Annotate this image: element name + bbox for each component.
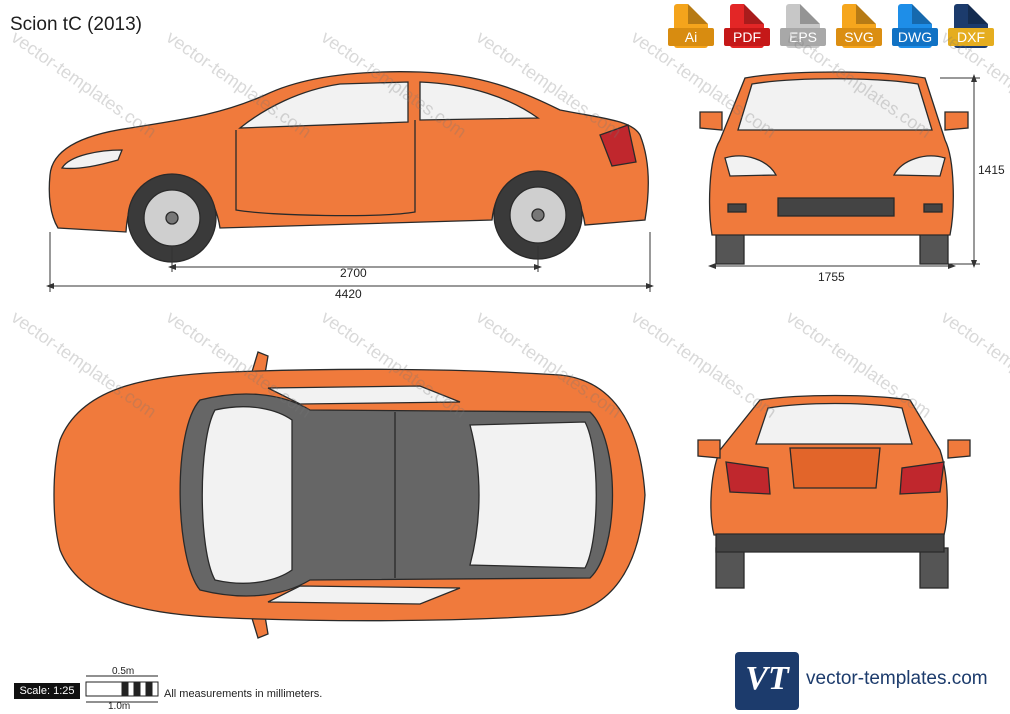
doc-fold	[912, 4, 932, 24]
side-glass-front	[238, 81, 409, 129]
measurement-note: All measurements in millimeters.	[164, 688, 323, 700]
side-dimension-lines	[46, 232, 654, 292]
rear-window	[755, 402, 913, 445]
side-hub	[531, 208, 545, 222]
top-windshield	[201, 406, 293, 584]
front-headlight-right	[892, 155, 946, 177]
format-label: DWG	[892, 28, 938, 46]
file-dxf-icon[interactable]: DXF	[948, 4, 994, 50]
doc-fold	[800, 4, 820, 24]
rear-bumper	[715, 533, 945, 553]
top-view	[53, 351, 646, 639]
front-fog-right	[923, 203, 943, 213]
format-label: DXF	[948, 28, 994, 46]
format-label: EPS	[780, 28, 826, 46]
dim-wheelbase: 2700	[340, 266, 367, 280]
dim-length: 4420	[335, 287, 362, 301]
scale-half: 0.5m	[112, 666, 135, 677]
file-svg-icon[interactable]: SVG	[836, 4, 882, 50]
side-taillight	[599, 124, 637, 167]
top-side-glass-lower	[267, 585, 461, 605]
vt-logo-icon[interactable]: VT	[735, 652, 799, 710]
rear-taillight-left	[725, 461, 771, 495]
rear-view	[697, 394, 971, 589]
rear-mirror-right	[947, 439, 971, 459]
scale-bar	[85, 675, 159, 703]
scale-label: Scale: 1:25	[14, 683, 80, 699]
page-title: Scion tC (2013)	[10, 14, 143, 35]
brand-link[interactable]: vector-templates.com	[806, 668, 988, 689]
dim-width: 1755	[818, 270, 845, 284]
doc-fold	[856, 4, 876, 24]
doc-fold	[968, 4, 988, 24]
side-headlight	[60, 149, 123, 170]
doc-fold	[744, 4, 764, 24]
file-eps-icon[interactable]: EPS	[780, 4, 826, 50]
scale-full: 1.0m	[108, 701, 131, 712]
file-pdf-icon[interactable]: PDF	[724, 4, 770, 50]
rear-mirror-left	[697, 439, 721, 459]
front-dimension-lines	[708, 74, 980, 269]
top-side-glass-upper	[267, 385, 461, 405]
rear-tire-left	[715, 547, 745, 589]
format-label: PDF	[724, 28, 770, 46]
file-ai-icon[interactable]: Ai	[668, 4, 714, 50]
front-fog-left	[727, 203, 747, 213]
format-label: Ai	[668, 28, 714, 46]
side-hub	[165, 211, 179, 225]
top-rear-window	[469, 421, 597, 569]
front-headlight-left	[724, 155, 778, 177]
front-view	[699, 71, 969, 265]
rear-plate-recess	[789, 447, 881, 489]
file-dwg-icon[interactable]: DWG	[892, 4, 938, 50]
side-door-line	[235, 120, 416, 217]
side-view	[48, 71, 649, 263]
front-mirror-right	[944, 111, 969, 131]
front-windshield	[737, 78, 933, 131]
rear-tire-right	[919, 547, 949, 589]
side-glass-rear	[419, 81, 540, 121]
rear-taillight-right	[899, 461, 945, 495]
front-grille	[777, 197, 895, 217]
logo-letters: VT	[745, 660, 789, 697]
front-mirror-left	[699, 111, 723, 131]
format-label: SVG	[836, 28, 882, 46]
doc-fold	[688, 4, 708, 24]
dim-height: 1415	[978, 163, 1005, 177]
